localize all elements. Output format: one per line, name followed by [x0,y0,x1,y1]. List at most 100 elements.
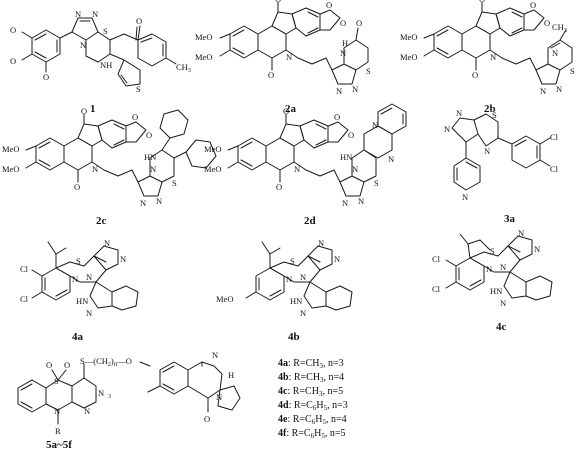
atom-n: N [340,48,346,58]
atom-meo: MeO [2,144,19,154]
compound-label: 1 [90,103,96,115]
atom-o: O [334,112,340,122]
compound-2a: O O O MeO MeO O N H N O S N N 2a [195,0,371,115]
atom-s: S [172,178,177,188]
atom-n: N [334,254,340,264]
atom-r: R [55,426,61,436]
atom-n: N [86,272,92,282]
atom-n: N [84,406,90,416]
atom-ch3: CH3 [552,22,567,34]
atom-o: O [530,0,536,10]
atom-n: N [352,84,358,94]
atom-o: O [348,130,354,140]
atom-o: O [544,18,550,28]
atom-o: O [326,0,332,10]
atom-cl: Cl [432,284,441,294]
atom-n: N [92,164,98,174]
atom-o: O [46,360,52,370]
atom-n: N [54,406,60,416]
atom-s: S [374,178,379,188]
atom-och3: 3 [108,394,111,400]
key-row: 4c: R=CH3, n=5 [278,386,343,398]
key-row: 4e: R=C6H5, n=4 [278,414,347,426]
atom-o: O [276,182,282,192]
atom-n: N [300,308,306,318]
atom-meo: MeO [204,164,221,174]
atom-n: N [140,198,146,208]
atom-o: O [43,72,49,82]
atom-s: S [570,66,575,76]
atom-n: N [352,164,358,174]
atom-s: S [490,246,495,256]
atom-o: O [268,70,274,80]
atom-meo: MeO [2,164,19,174]
atom-o: O [146,130,152,140]
compound-label: 2b [484,103,496,115]
atom-hn: HN [290,296,302,306]
atom-o: O [10,25,16,35]
atom-cl: Cl [550,132,559,142]
atom-n: N [456,108,462,118]
atom-o: O [340,18,346,28]
compound-label: 2c [96,215,107,227]
atom-nh: NH [100,60,112,70]
substituent-key: 4a: R=CH3, n=3 4b: R=CH3, n=4 4c: R=CH3,… [278,358,348,440]
atom-o: O [472,70,478,80]
atom-cl: Cl [550,164,559,174]
key-row: 4a: R=CH3, n=3 [278,358,344,370]
atom-s: S [492,110,497,120]
compound-label: 3a [504,213,516,225]
atom-hn: HN [490,286,502,296]
atom-cl: Cl [20,264,29,274]
atom-n: N [500,262,506,272]
atom-n: N [98,388,104,398]
compound-4a: S N N N N HN N Cl Cl 4a [20,238,139,343]
atom-meo: MeO [400,52,417,62]
compound-label: 4b [288,331,300,343]
atom-o: O [136,16,142,26]
atom-o: O [275,0,281,4]
atom-o: O [74,182,80,192]
atom-o: O [356,18,362,28]
compound-label: 2d [304,215,316,227]
atom-meo: MeO [204,144,221,154]
atom-hn: HN [340,152,352,162]
atom-o: O [81,106,87,116]
atom-n: N [518,228,524,238]
atom-cl: Cl [432,254,441,264]
atom-meo: MeO [400,32,417,42]
atom-n: N [372,120,378,130]
atom-n: N [75,9,81,19]
atom-n: N [552,48,558,58]
atom-n: N [72,274,78,284]
atom-n: N [86,308,92,318]
compound-label: 2a [285,103,297,115]
atom-n: N [486,264,492,274]
atom-o: O [479,0,485,4]
atom-h: H [228,370,234,380]
atom-n: N [540,86,546,96]
atom-n: N [358,196,364,206]
atom-n: N [462,192,468,202]
atom-s: S [290,256,295,266]
atom-n: N [388,154,394,164]
atom-o: O [204,414,210,424]
atom-meo: MeO [195,52,212,62]
atom-n: N [216,392,222,402]
atom-n: N [500,298,506,308]
atom-s: S [136,84,141,94]
compound-label: 5a~5f [46,439,72,451]
atom-n: N [484,146,490,156]
key-row: 4b: R=CH3, n=4 [278,372,344,384]
atom-n: N [336,86,342,96]
atom-n: N [300,272,306,282]
atom-n: N [342,198,348,208]
atom-meo: MeO [195,32,212,42]
atom-n: N [318,238,324,248]
atom-n: N [150,164,156,174]
atom-hn: HN [76,296,88,306]
atom-s: S [54,376,59,386]
atom-cl: Cl [20,294,29,304]
atom-o: O [132,112,138,122]
